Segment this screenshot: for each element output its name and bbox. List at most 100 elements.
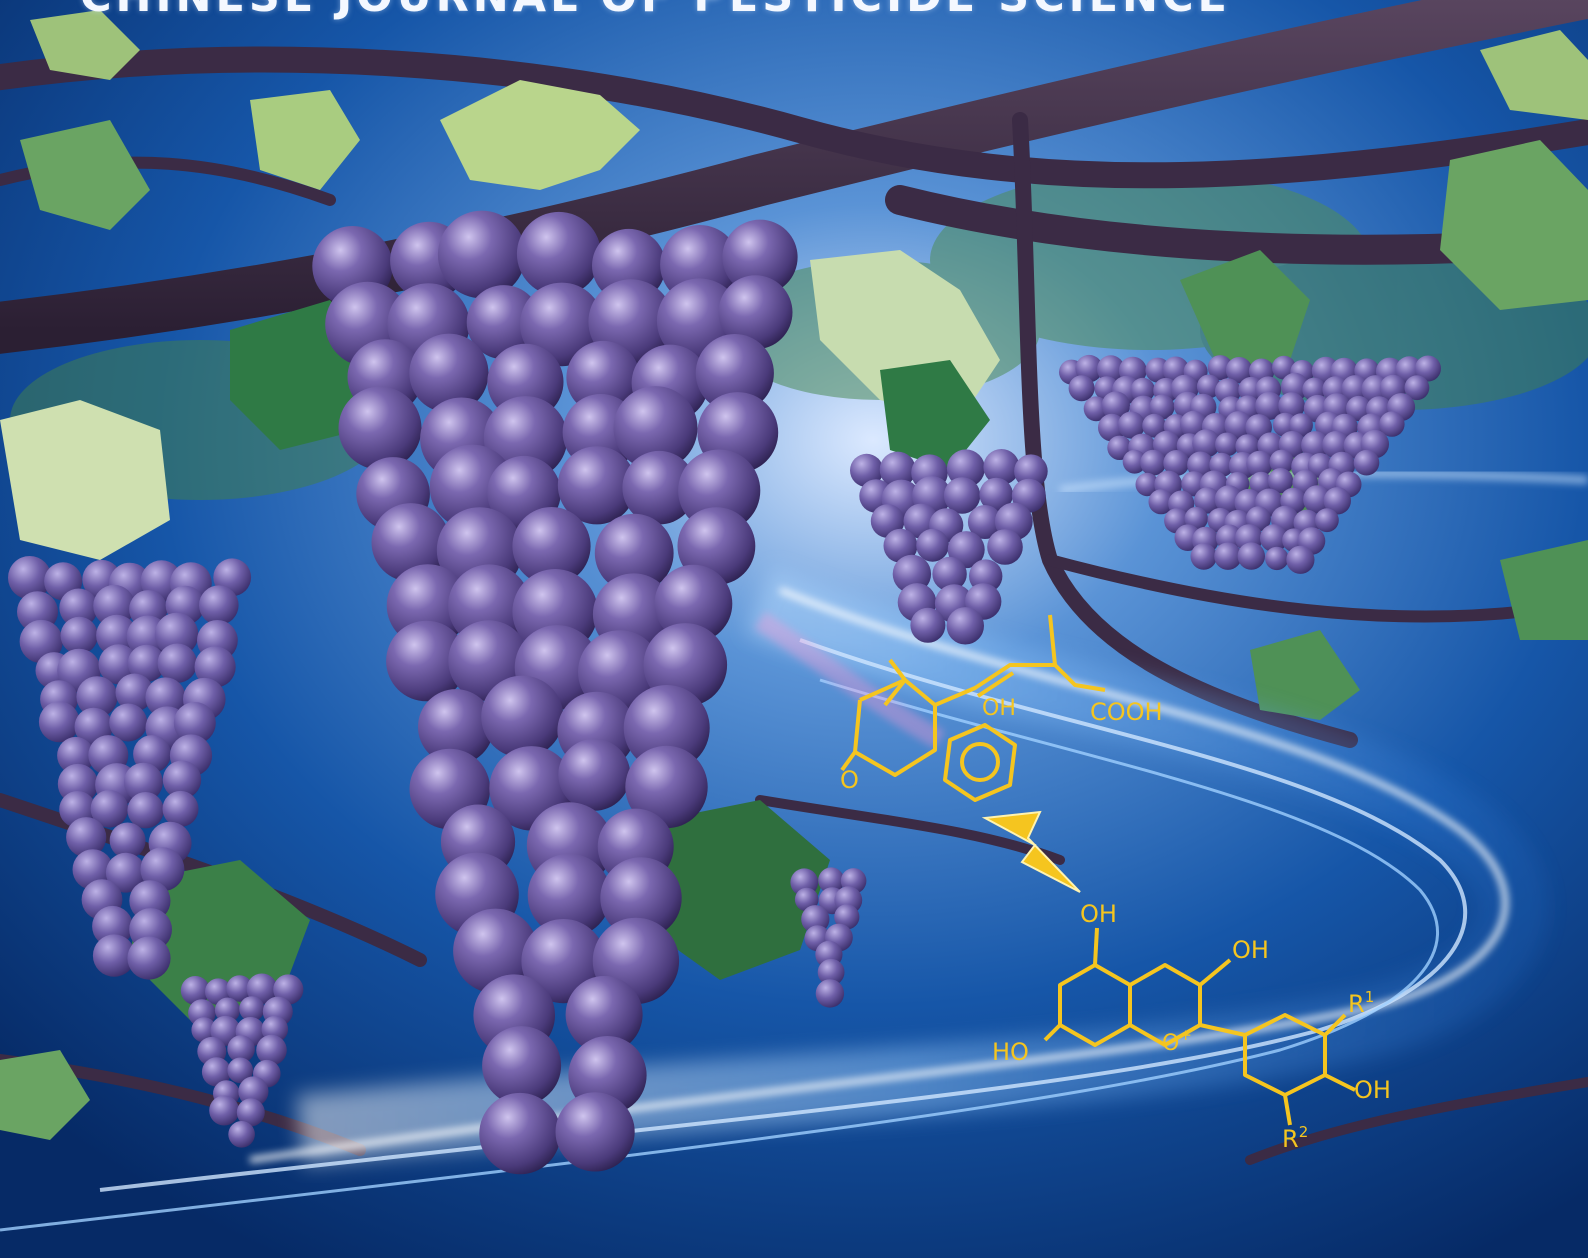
anthocyanin-labels: OH OH HO O+ R1 OH R2 (992, 900, 1391, 1153)
grape-berry (1163, 450, 1190, 476)
grape-berry (916, 528, 949, 562)
grape-berry (555, 1092, 635, 1172)
grape-berry (1237, 542, 1266, 570)
grape-berry (1149, 394, 1175, 420)
grape-berry (256, 1034, 287, 1066)
grape-berry (983, 449, 1020, 485)
grape-berry (1289, 413, 1313, 438)
background-grape-bunches (8, 354, 1441, 1148)
grape-berry (932, 556, 967, 592)
grape-berry (93, 584, 135, 627)
grape-berry (1196, 374, 1221, 399)
grape-berry (943, 477, 981, 514)
grape-berry (127, 792, 164, 829)
grape-berry (123, 762, 163, 802)
oh-ring-label: OH (1354, 1076, 1391, 1104)
grape-berry (1135, 472, 1159, 497)
oh-right-label: OH (1232, 936, 1269, 964)
grape-berry (228, 1121, 255, 1148)
grape-berry (1269, 449, 1294, 474)
grape-berry (883, 528, 918, 563)
grape-berry (527, 853, 611, 937)
lightning-bolt-icon (981, 810, 1081, 893)
grape-berry (437, 210, 526, 299)
grape-berry (239, 996, 265, 1022)
grape-berry (98, 644, 139, 685)
grape-berry (1346, 395, 1372, 422)
grape-berry (1303, 485, 1332, 514)
grape-berry (946, 607, 984, 645)
grape-berry (600, 857, 682, 939)
grape-berry (1255, 391, 1284, 420)
grape-berry (817, 958, 845, 986)
carboxyl-label: COOH (1090, 698, 1163, 726)
grape-berry (238, 1076, 269, 1107)
grape-berry (1184, 506, 1208, 531)
grape-berry (1194, 487, 1221, 514)
grape-berry (8, 556, 52, 600)
grape-berry (1148, 489, 1174, 515)
grape-berry (1122, 449, 1147, 474)
grape-berry (371, 503, 451, 582)
grape-berry (979, 477, 1013, 512)
grape-berry (127, 936, 171, 980)
grape-berry (115, 673, 154, 712)
grape-berry (815, 979, 845, 1008)
grape-berry (1323, 487, 1352, 515)
grape-berry (96, 614, 138, 657)
grape-berry (1190, 543, 1217, 570)
grape-berry (558, 738, 631, 811)
grape-berry (483, 396, 568, 480)
grape-berry (1142, 413, 1166, 438)
grape-berry (386, 620, 467, 702)
grape-berry (1272, 355, 1296, 380)
grape-berry (1341, 375, 1369, 403)
grape-berry (162, 790, 199, 827)
grape-berry (1224, 411, 1253, 440)
ho-left-label: HO (992, 1038, 1029, 1066)
grape-berry (910, 607, 946, 643)
grape-berry (127, 644, 166, 683)
grape-berry (66, 817, 107, 858)
grape-berry (109, 822, 146, 859)
grape-berry (695, 334, 774, 413)
grape-berry (1215, 432, 1239, 457)
energy-swirl (0, 469, 1588, 1232)
oxonium-label: O+ (1162, 1026, 1192, 1056)
grape-berry (57, 736, 95, 775)
grape-berry (199, 585, 239, 625)
grape-berry (1101, 391, 1131, 420)
grape-berry (59, 588, 98, 628)
foreground-grape-bunch (312, 210, 798, 1175)
grape-berry (1192, 429, 1221, 458)
grape-berry (1068, 375, 1095, 402)
grape-berry (1225, 357, 1253, 384)
grape-berry (194, 646, 236, 688)
grape-berry (227, 1057, 253, 1084)
grape-berry (227, 1035, 255, 1063)
grape-berry (1415, 355, 1441, 382)
grape-berry (173, 702, 216, 744)
grape-berry (226, 975, 253, 1002)
grape-berry (557, 446, 637, 525)
grape-berry (1214, 542, 1242, 570)
grape-berry (191, 1017, 217, 1043)
abscisic-acid-molecule (840, 614, 1106, 802)
grape-berry (565, 976, 643, 1053)
grape-berry (1278, 392, 1305, 419)
grape-berry (60, 616, 98, 655)
grape-berry (481, 675, 564, 758)
grape-berry (418, 689, 494, 765)
grape-berry (214, 997, 241, 1023)
grape-berry (1286, 545, 1315, 574)
grape-berry (1267, 468, 1294, 494)
grape-berry (987, 529, 1023, 565)
journal-title: CHINESE JOURNAL OF PESTICIDE SCIENCE (80, 0, 1231, 22)
grape-berry (818, 867, 845, 894)
grape-berry (466, 285, 541, 360)
grape-berry (209, 1095, 240, 1126)
grape-berry (145, 677, 186, 718)
grape-berry (1353, 449, 1380, 476)
grape-berry (1301, 431, 1330, 460)
grape-berry (38, 701, 80, 743)
